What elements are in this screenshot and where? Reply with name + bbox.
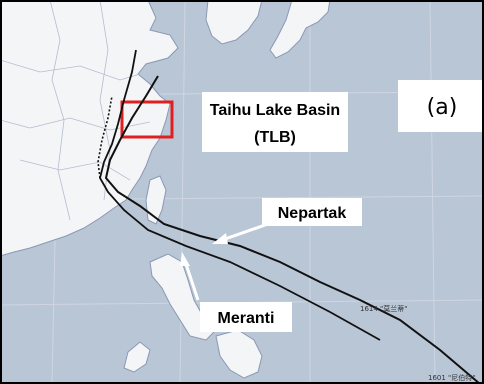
nepartak-code-label: 1601 "尼伯特" <box>428 373 475 382</box>
nepartak-label: Nepartak <box>278 205 347 222</box>
meranti-arrow <box>180 252 200 301</box>
tlb-name-label: Taihu Lake Basin <box>210 102 340 119</box>
meranti-label: Meranti <box>218 310 275 327</box>
panel-label: (a) <box>427 95 458 120</box>
meranti-code-label: 1614 "莫兰蒂" <box>360 304 407 313</box>
tlb-label-box <box>202 92 348 152</box>
visayas-islands <box>215 329 263 379</box>
japan-landmass <box>269 0 331 59</box>
track-nepartak <box>104 75 481 384</box>
taiwan-island <box>145 175 167 225</box>
palawan-island <box>123 341 151 373</box>
tlb-region-box <box>120 100 174 139</box>
track-meranti <box>99 49 381 341</box>
province-borders <box>0 0 151 221</box>
korea-landmass <box>205 0 263 45</box>
panel-label-box <box>398 80 484 132</box>
nepartak-label-box <box>262 198 362 226</box>
tlb-abbr-label: (TLB) <box>254 129 296 146</box>
track-meranti-extension <box>97 95 113 179</box>
nepartak-arrow <box>212 222 269 244</box>
meranti-label-box <box>200 302 292 332</box>
